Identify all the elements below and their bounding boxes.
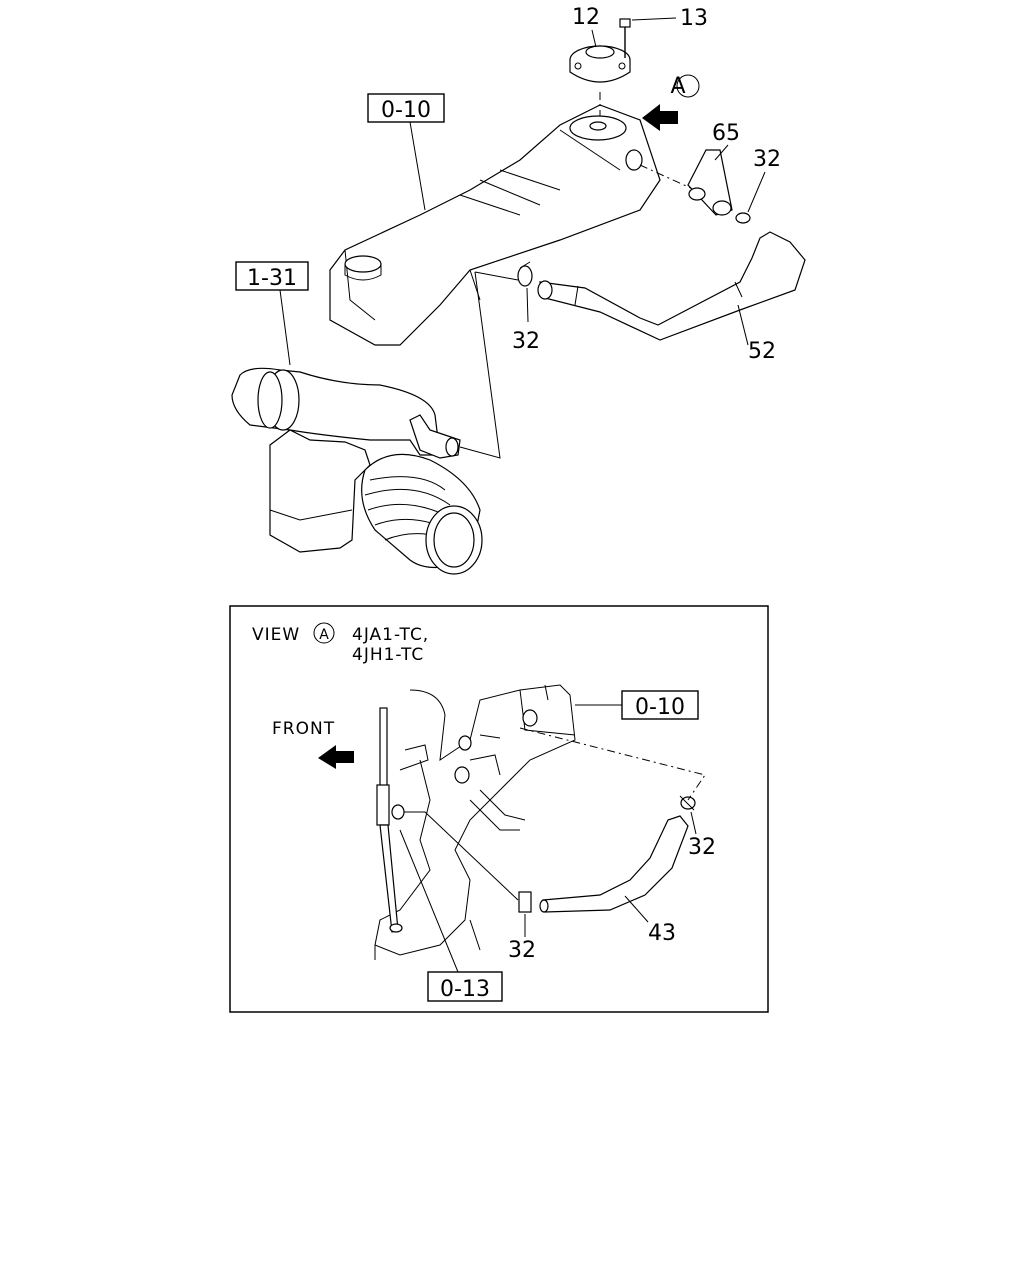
callout-52: 52 xyxy=(748,339,776,364)
bellows-hose xyxy=(361,453,483,575)
front-arrow-icon xyxy=(318,745,354,769)
hose-clip-inset-right xyxy=(679,795,696,811)
callout-43: 43 xyxy=(648,921,676,946)
callout-13: 13 xyxy=(680,6,708,31)
dipstick-tube xyxy=(376,707,403,933)
inset-view-marker: A xyxy=(319,627,329,643)
hose-52 xyxy=(537,231,806,341)
inset-view-label: VIEW xyxy=(252,625,300,645)
ref-box-0-10-top: 0-10 xyxy=(367,93,445,123)
ref-box-0-13-inset: 0-13 xyxy=(427,971,503,1002)
callout-65: 65 xyxy=(712,121,740,146)
cap-screw xyxy=(619,18,631,58)
leader-lines-top xyxy=(279,17,766,459)
inset-model-line-2: 4JH1-TC xyxy=(352,645,424,665)
callout-32-inset-bottom: 32 xyxy=(508,938,536,963)
svg-text:0-13: 0-13 xyxy=(440,977,490,1002)
callout-32-top-right: 32 xyxy=(753,147,781,172)
inset-frame xyxy=(229,605,769,1013)
hose-clip-inset-bottom xyxy=(518,891,532,913)
air-cleaner xyxy=(269,429,371,553)
hose-clip-top-right xyxy=(735,212,751,224)
filler-neck xyxy=(569,115,627,141)
callout-32-top-mid: 32 xyxy=(512,329,540,354)
view-a-arrow xyxy=(642,74,700,131)
view-marker-top: A xyxy=(670,74,685,99)
ref-box-0-10-inset: 0-10 xyxy=(621,690,699,720)
ref-box-1-31: 1-31 xyxy=(235,261,309,291)
air-intake-duct xyxy=(231,367,461,459)
hose-43 xyxy=(539,815,689,913)
top-assembly: 12 13 65 32 32 52 A 0-10 1-31 xyxy=(231,5,806,575)
oil-filler-cap xyxy=(569,45,631,83)
inset-view-marker-circle xyxy=(313,622,335,644)
svg-text:0-10: 0-10 xyxy=(381,98,431,123)
head-cover xyxy=(329,104,661,346)
hose-clip-top-mid xyxy=(517,261,533,287)
inset-view-a: VIEW A 4JA1-TC, 4JH1-TC FRONT xyxy=(229,605,769,1013)
svg-text:1-31: 1-31 xyxy=(247,266,297,291)
connector-65 xyxy=(687,149,733,216)
front-label: FRONT xyxy=(272,719,335,739)
callout-12: 12 xyxy=(572,5,600,30)
svg-text:0-10: 0-10 xyxy=(635,695,685,720)
inset-engine-detail xyxy=(374,684,576,960)
callout-32-inset-right: 32 xyxy=(688,835,716,860)
inset-model-line-1: 4JA1-TC, xyxy=(352,625,429,645)
leader-lines-inset xyxy=(399,704,706,973)
